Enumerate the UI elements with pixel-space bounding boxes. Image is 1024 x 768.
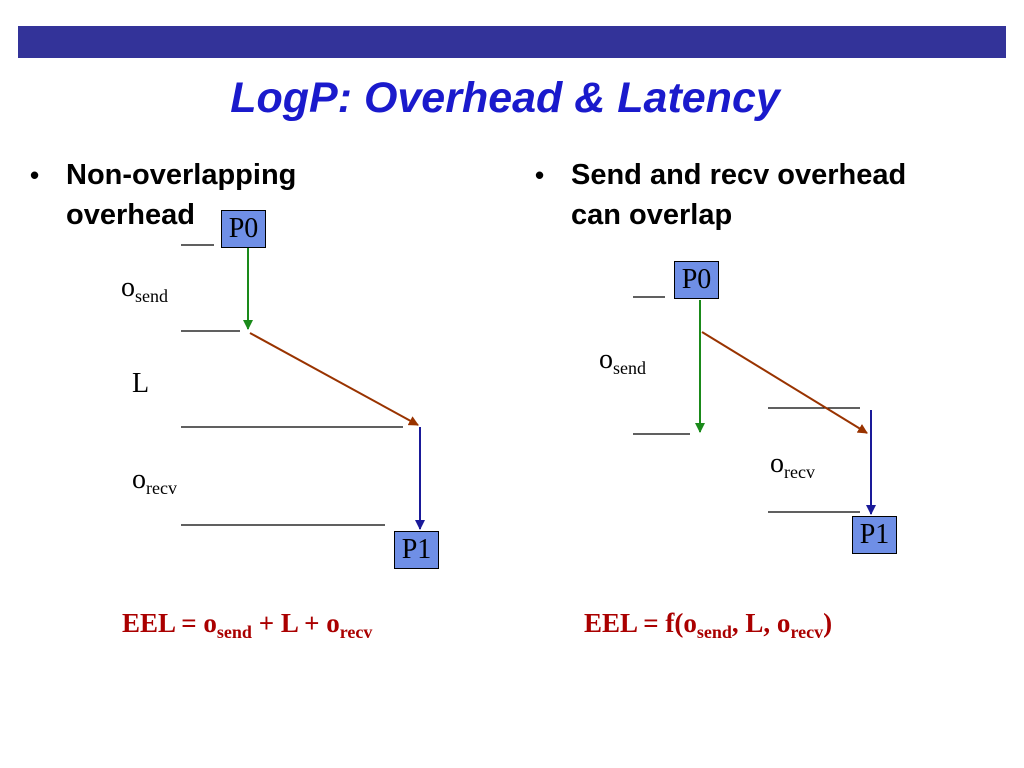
left-tick-lines bbox=[181, 244, 403, 526]
left-osend-label: osend bbox=[121, 272, 168, 306]
bullet-line-1: Send and recv overhead bbox=[571, 159, 907, 191]
bullet-dot: • bbox=[30, 160, 40, 190]
right-orecv-label: orecv bbox=[770, 448, 815, 482]
slide-title: LogP: Overhead & Latency bbox=[230, 74, 780, 122]
left-p0-box: P0 bbox=[221, 210, 266, 248]
left-eel-formula: EEL = osend + L + orecv bbox=[122, 608, 373, 642]
latency-arrow bbox=[249, 332, 419, 426]
bullet-dot: • bbox=[535, 160, 545, 190]
bullet-line-2: overhead bbox=[66, 199, 195, 231]
left-orecv-label: orecv bbox=[132, 464, 177, 498]
bullet-overlap: • Send and recv overhead can overlap bbox=[535, 155, 991, 235]
bullet-line-2: can overlap bbox=[571, 199, 733, 231]
left-latency-label: L bbox=[132, 368, 150, 399]
bullet-non-overlapping: • Non-overlapping overhead bbox=[30, 155, 366, 235]
right-p0-box: P0 bbox=[674, 261, 719, 299]
right-eel-formula: EEL = f(osend, L, orecv) bbox=[584, 608, 833, 642]
right-tick-lines bbox=[633, 296, 860, 513]
right-p1-box: P1 bbox=[852, 516, 897, 554]
latency-arrow bbox=[701, 331, 868, 434]
right-osend-label: osend bbox=[599, 344, 646, 378]
left-p1-box: P1 bbox=[394, 531, 439, 569]
header-bar bbox=[18, 26, 1006, 58]
bullet-line-1: Non-overlapping bbox=[66, 159, 297, 191]
